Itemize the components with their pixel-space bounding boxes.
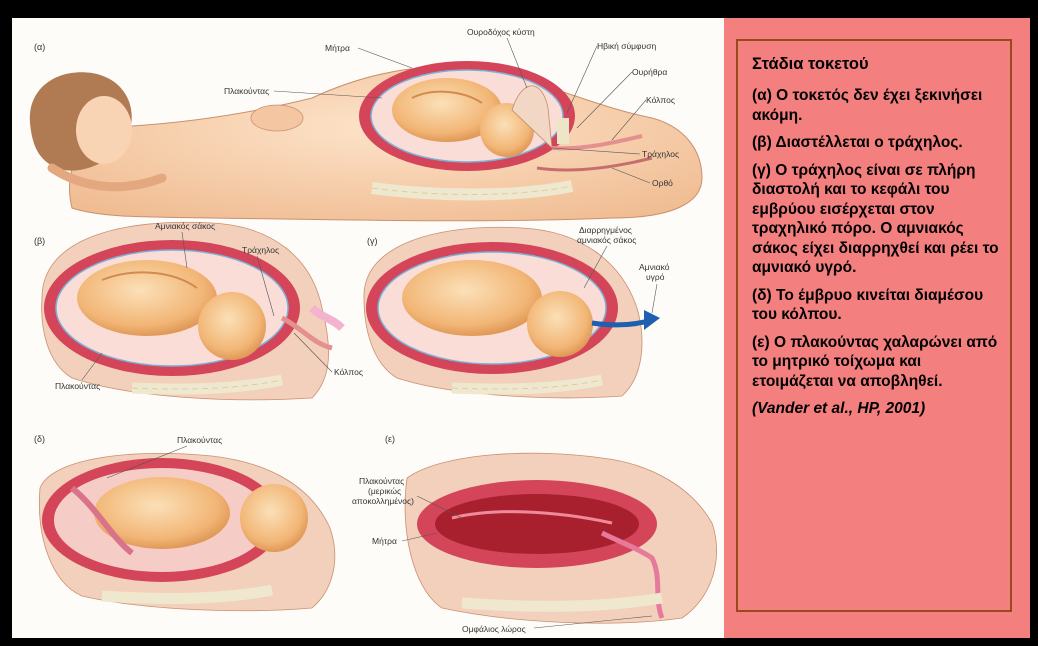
panel-g: (γ) Διαρρηγμένος αμνιακός σάκος Αμνιακό … [364,225,670,398]
label-plakountas-e-2: (μερικώς [368,486,401,496]
leader-mitra-a [358,48,412,68]
placenta-e [435,494,639,554]
panel-a-tag: (α) [34,42,45,52]
panel-b: (β) Αμνιακός σάκος Τράχηλος Κόλπος Πλακο… [34,221,363,400]
panel-a: (α) [30,27,702,221]
stages-title: Στάδια τοκετού [752,55,1000,74]
label-kolpos-a: Κόλπος [646,95,675,105]
label-plakountas-d: Πλακούντας [177,435,222,445]
label-diarrigmenos-g-1: Διαρρηγμένος [579,225,632,235]
label-plakountas-e-3: αποκολλημένος) [352,496,414,506]
stage-b-text: (β) Διαστέλλεται ο τράχηλος. [752,133,1000,153]
label-ourithra-a: Ουρήθρα [632,67,667,77]
label-amniako-g-1: Αμνιακό [639,262,670,272]
fetus-head-d [240,484,308,552]
childbirth-stages-illustration: (α) [12,18,724,638]
label-plakountas-b: Πλακούντας [55,381,100,391]
fetus-body-g [402,260,542,336]
label-traxilos-b: Τράχηλος [242,245,279,255]
stages-textbox: Στάδια τοκετού (α) Ο τοκετός δεν έχει ξε… [736,39,1012,612]
illustration-svg: (α) [12,18,724,638]
label-kolpos-b: Κόλπος [334,367,363,377]
citation: (Vander et al., HP, 2001) [752,399,1000,419]
stage-d-text: (δ) Το έμβρυο κινείται διαμέσου του κόλπ… [752,286,1000,325]
panel-e-tag: (ε) [385,434,395,444]
label-omfalios-e: Ομφάλιος λώρος [462,624,526,634]
woman-breast [251,105,303,131]
panel-g-tag: (γ) [367,236,378,246]
leader-amniako-g [652,284,657,313]
label-mitra-a: Μήτρα [325,43,350,53]
label-diarrigmenos-g-2: αμνιακός σάκος [577,235,636,245]
label-plakountas-a: Πλακούντας [224,86,269,96]
stage-a-text: (α) Ο τοκετός δεν έχει ξεκινήσει ακόμη. [752,86,1000,125]
fetus-head-g [527,291,593,357]
stage-g-text: (γ) Ο τράχηλος είναι σε πλήρη διαστολή κ… [752,161,1000,278]
stages-sidebar: Στάδια τοκετού (α) Ο τοκετός δεν έχει ξε… [724,18,1030,638]
label-mitra-e: Μήτρα [372,536,397,546]
panel-d: (δ) Πλακούντας [34,434,335,611]
fetus-body-b [77,260,217,336]
woman-face [76,96,132,164]
label-ourodoxos-a: Ουροδόχος κύστη [467,27,535,37]
label-amniakos-b: Αμνιακός σάκος [155,221,215,231]
label-ivikh-a: Ηβική σύμφυση [597,41,656,51]
label-ortho-a: Ορθό [652,178,673,188]
fetus-head-b [198,292,266,360]
label-traxilos-a: Τράχηλος [642,149,679,159]
panel-b-tag: (β) [34,236,45,246]
stage-e-text: (ε) Ο πλακούντας χαλαρώνει από το μητρικ… [752,333,1000,392]
label-amniako-g-2: υγρό [646,272,665,282]
panel-d-tag: (δ) [34,434,45,444]
panel-e: (ε) Πλακούντας (μερικώς αποκολλημένος) Μ… [352,434,717,634]
pubic-symphysis-a [557,118,569,144]
label-plakountas-e-1: Πλακούντας [359,476,404,486]
